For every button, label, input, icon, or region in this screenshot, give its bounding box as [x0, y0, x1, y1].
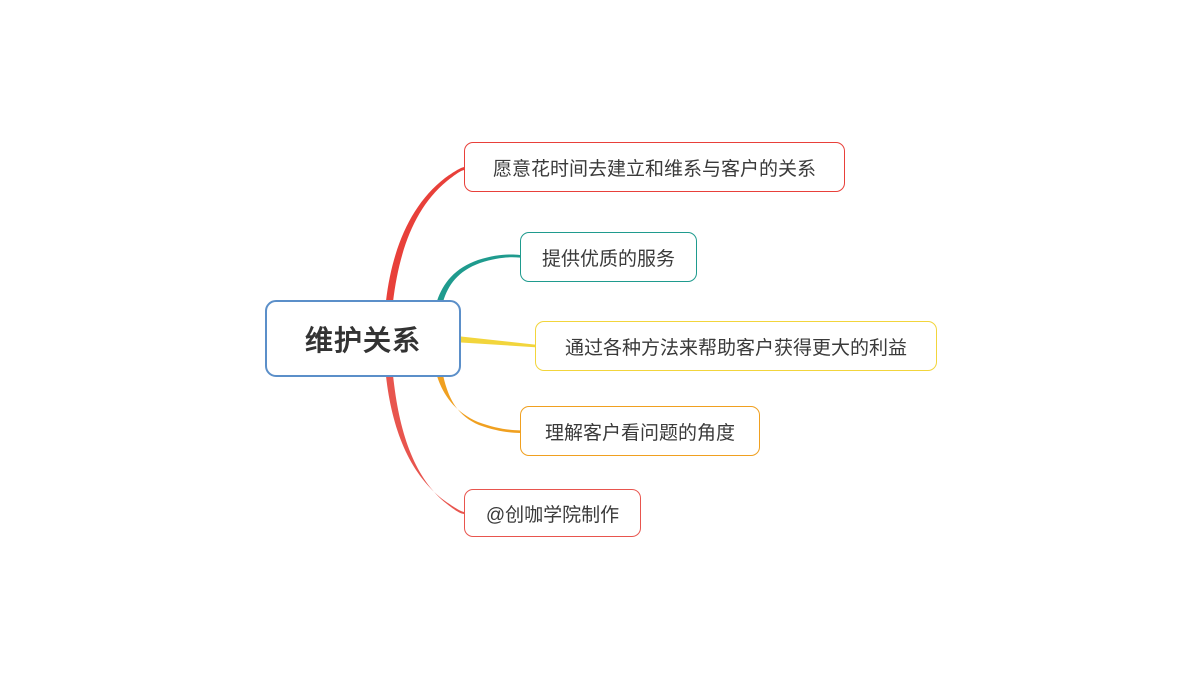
branch-node-3-label: 通过各种方法来帮助客户获得更大的利益 [564, 337, 907, 359]
central-node-label: 维护关系 [304, 324, 421, 356]
branch-node-1-label: 愿意花时间去建立和维系与客户的关系 [492, 158, 816, 180]
branch-node-4-label: 理解客户看问题的角度 [544, 422, 735, 444]
branch-node-1[interactable]: 愿意花时间去建立和维系与客户的关系 [464, 142, 845, 192]
central-node[interactable]: 维护关系 [265, 300, 461, 377]
branch-node-4[interactable]: 理解客户看问题的角度 [520, 406, 760, 456]
branch-node-5[interactable]: @创咖学院制作 [464, 489, 641, 537]
connector-branch-4 [437, 375, 520, 433]
branch-node-2[interactable]: 提供优质的服务 [520, 232, 697, 282]
branch-node-5-label: @创咖学院制作 [485, 504, 620, 526]
branch-node-2-label: 提供优质的服务 [541, 248, 675, 270]
connector-branch-2 [437, 254, 520, 302]
connector-branch-1 [386, 167, 464, 302]
connector-branch-3 [461, 336, 535, 348]
branch-node-3[interactable]: 通过各种方法来帮助客户获得更大的利益 [535, 321, 937, 371]
connector-branch-5 [386, 375, 464, 514]
